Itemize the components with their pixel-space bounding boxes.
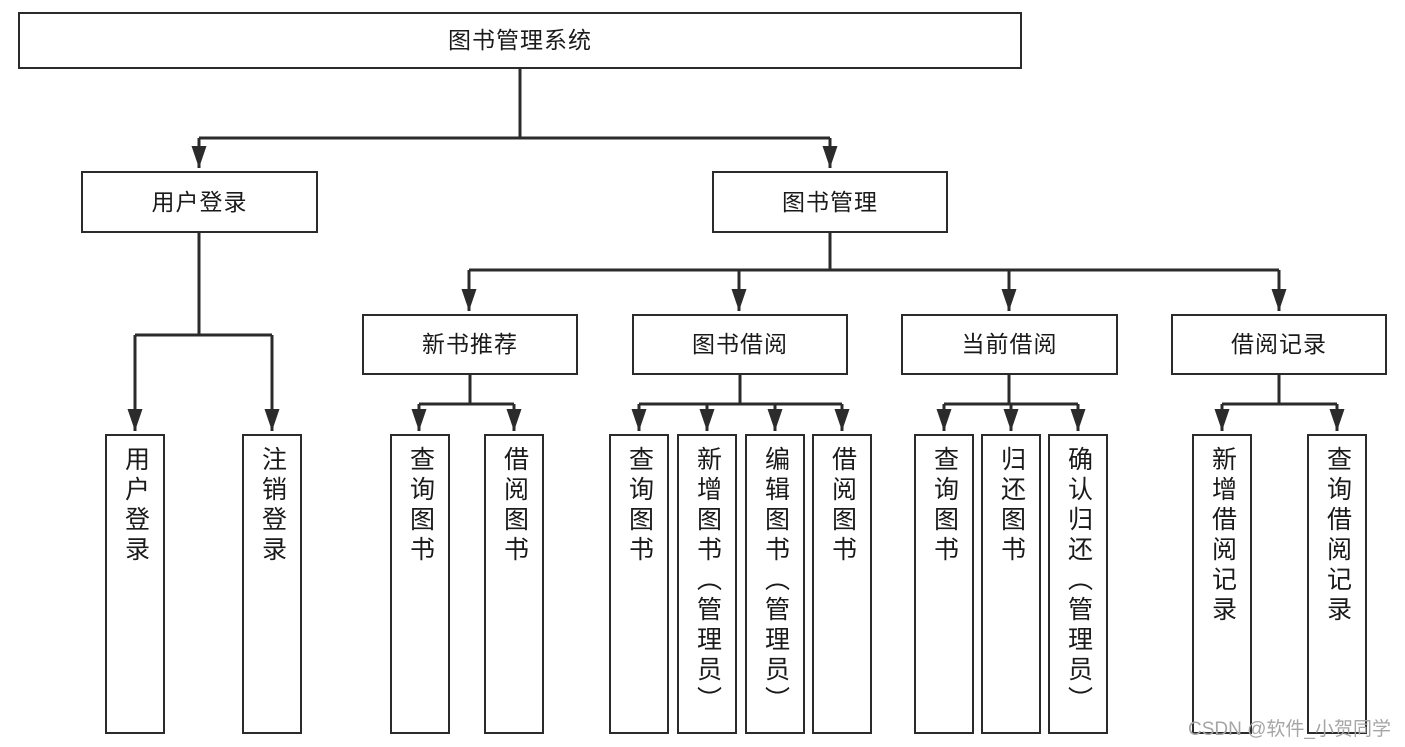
node-label-leaf-cur-confirm: 确认归还（管理员） bbox=[1064, 446, 1093, 716]
node-leaf-bk-edit[interactable]: 编辑图书（管理员） bbox=[745, 434, 805, 734]
arrowhead-root-to-level2-0 bbox=[191, 146, 207, 168]
node-leaf-cur-return[interactable]: 归还图书 bbox=[981, 434, 1041, 734]
node-bookmgmt[interactable]: 图书管理 bbox=[712, 171, 948, 233]
node-label-leaf-user-login: 用户登录 bbox=[121, 446, 150, 566]
node-borrow[interactable]: 图书借阅 bbox=[632, 314, 848, 375]
node-label-records: 借阅记录 bbox=[1231, 331, 1327, 358]
node-newbook[interactable]: 新书推荐 bbox=[362, 314, 578, 375]
arrowhead-root-to-level2-1 bbox=[822, 146, 838, 168]
arrowhead-bookmgmt-to-level3-3 bbox=[1271, 289, 1287, 311]
node-records[interactable]: 借阅记录 bbox=[1171, 314, 1387, 375]
node-label-leaf-user-logout: 注销登录 bbox=[258, 446, 287, 566]
node-leaf-nb-query[interactable]: 查询图书 bbox=[390, 434, 450, 734]
arrowhead-current-to-leaves-2 bbox=[1070, 409, 1086, 431]
node-label-current: 当前借阅 bbox=[961, 331, 1058, 358]
node-root[interactable]: 图书管理系统 bbox=[18, 12, 1022, 69]
node-label-leaf-rec-query: 查询借阅记录 bbox=[1323, 446, 1352, 626]
arrowhead-newbook-to-leaves-0 bbox=[411, 409, 427, 431]
arrowhead-bookmgmt-to-level3-2 bbox=[1001, 289, 1017, 311]
node-login[interactable]: 用户登录 bbox=[81, 171, 318, 233]
node-label-login: 用户登录 bbox=[151, 188, 248, 215]
arrowhead-borrow-to-leaves-0 bbox=[631, 409, 647, 431]
arrowhead-newbook-to-leaves-1 bbox=[506, 409, 522, 431]
node-leaf-rec-query[interactable]: 查询借阅记录 bbox=[1307, 434, 1367, 734]
node-leaf-cur-query[interactable]: 查询图书 bbox=[914, 434, 974, 734]
arrowhead-login-to-leaves-0 bbox=[127, 409, 143, 431]
node-label-leaf-cur-return: 归还图书 bbox=[997, 446, 1026, 566]
node-label-newbook: 新书推荐 bbox=[422, 331, 518, 358]
node-label-leaf-nb-query: 查询图书 bbox=[406, 446, 435, 566]
node-current[interactable]: 当前借阅 bbox=[901, 314, 1118, 375]
node-label-leaf-cur-query: 查询图书 bbox=[930, 446, 959, 566]
arrowhead-current-to-leaves-0 bbox=[936, 409, 952, 431]
arrowhead-bookmgmt-to-level3-1 bbox=[731, 289, 747, 311]
arrowhead-records-to-leaves-1 bbox=[1329, 409, 1345, 431]
node-leaf-user-logout[interactable]: 注销登录 bbox=[242, 434, 302, 734]
arrowhead-borrow-to-leaves-1 bbox=[699, 409, 715, 431]
arrowhead-current-to-leaves-1 bbox=[1003, 409, 1019, 431]
arrowhead-records-to-leaves-0 bbox=[1214, 409, 1230, 431]
arrowhead-bookmgmt-to-level3-0 bbox=[461, 289, 477, 311]
node-leaf-rec-add[interactable]: 新增借阅记录 bbox=[1192, 434, 1252, 734]
node-label-leaf-bk-query: 查询图书 bbox=[625, 446, 654, 566]
node-label-leaf-rec-add: 新增借阅记录 bbox=[1208, 446, 1237, 626]
arrowhead-borrow-to-leaves-3 bbox=[834, 409, 850, 431]
node-label-leaf-nb-borrow: 借阅图书 bbox=[500, 446, 529, 566]
arrowhead-borrow-to-leaves-2 bbox=[767, 409, 783, 431]
node-label-borrow: 图书借阅 bbox=[692, 331, 788, 358]
node-label-leaf-bk-add: 新增图书（管理员） bbox=[693, 446, 722, 716]
node-leaf-bk-borrow[interactable]: 借阅图书 bbox=[812, 434, 872, 734]
watermark-text: CSDN @软件_小贺同学 bbox=[1188, 719, 1391, 740]
node-leaf-user-login[interactable]: 用户登录 bbox=[105, 434, 165, 734]
node-label-leaf-bk-borrow: 借阅图书 bbox=[828, 446, 857, 566]
arrowhead-login-to-leaves-1 bbox=[264, 409, 280, 431]
node-label-leaf-bk-edit: 编辑图书（管理员） bbox=[761, 446, 790, 716]
node-label-bookmgmt: 图书管理 bbox=[782, 188, 878, 215]
node-leaf-bk-query[interactable]: 查询图书 bbox=[609, 434, 669, 734]
node-leaf-bk-add[interactable]: 新增图书（管理员） bbox=[677, 434, 737, 734]
node-label-root: 图书管理系统 bbox=[448, 27, 592, 54]
node-leaf-cur-confirm[interactable]: 确认归还（管理员） bbox=[1048, 434, 1108, 734]
node-leaf-nb-borrow[interactable]: 借阅图书 bbox=[484, 434, 544, 734]
